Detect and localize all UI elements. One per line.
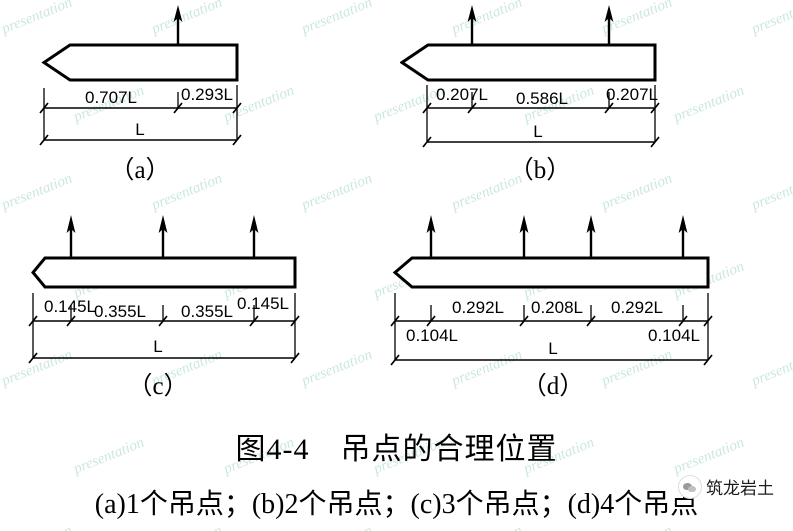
segment-label: 0.208L xyxy=(531,298,583,317)
segment-label: 0.292L xyxy=(611,298,663,317)
overall-dimension-line xyxy=(28,352,300,364)
segment-label: 0.707L xyxy=(85,88,137,107)
segment-label: 0.355L xyxy=(94,302,146,321)
extension-lines xyxy=(32,293,296,358)
overall-label: L xyxy=(135,120,144,139)
lift-arrow xyxy=(678,215,688,258)
segment-label: 0.355L xyxy=(181,302,233,321)
extension-lines xyxy=(394,293,709,360)
brand-logo-overlay: 筑龙岩土 xyxy=(678,474,774,499)
figure-caption: (a)1个吊点；(b)2个吊点；(c)3个吊点；(d)4个吊点 xyxy=(94,489,699,520)
extension-lines xyxy=(43,85,238,140)
lift-arrow xyxy=(158,215,168,258)
lift-arrow xyxy=(173,5,183,45)
beam-outline xyxy=(31,256,297,289)
segment-label: 0.207L xyxy=(606,85,658,104)
wechat-icon xyxy=(678,474,702,499)
panel-label: （a） xyxy=(109,156,170,184)
panel-d: 0.292L 0.208L 0.292L 0.104L 0.104L L （d） xyxy=(390,215,713,400)
beam-outline xyxy=(41,43,239,82)
figure-title: 图4-4 吊点的合理位置 xyxy=(235,433,558,466)
overall-dimension-line xyxy=(39,134,242,146)
lift-arrow xyxy=(467,5,477,45)
segment-dimension-line xyxy=(390,315,713,327)
brand-name: 筑龙岩土 xyxy=(706,479,774,498)
segment-label: 0.104L xyxy=(648,326,700,345)
beam-outline xyxy=(392,256,710,289)
overall-label: L xyxy=(548,339,557,358)
overall-dimension-line xyxy=(390,354,713,366)
segment-label: 0.207L xyxy=(436,85,488,104)
extension-lines xyxy=(426,85,656,142)
segment-label: 0.145L xyxy=(237,294,289,313)
lift-arrow xyxy=(519,215,529,258)
panel-label: （b） xyxy=(509,156,572,184)
panel-b: 0.207L 0.586L 0.207L L （b） xyxy=(400,5,660,184)
lift-arrow xyxy=(249,215,259,258)
lift-arrow xyxy=(66,215,76,258)
segment-label: 0.145L xyxy=(44,297,96,316)
overall-dimension-line xyxy=(422,136,660,148)
segment-label: 0.104L xyxy=(406,326,458,345)
overall-label: L xyxy=(153,337,162,356)
lift-arrow xyxy=(426,215,436,258)
segment-dimension-line xyxy=(422,102,660,114)
beam-outline xyxy=(400,43,657,82)
panel-c: 0.145L 0.355L 0.355L 0.145L L （c） xyxy=(28,215,300,400)
lift-arrow xyxy=(586,215,596,258)
segment-dimension-line xyxy=(39,102,242,114)
overall-label: L xyxy=(533,122,542,141)
panel-label: （d） xyxy=(522,372,585,400)
panel-a: 0.707L 0.293L L （a） xyxy=(39,5,242,184)
segment-label: 0.292L xyxy=(452,298,504,317)
lift-arrow xyxy=(604,5,614,45)
segment-label: 0.586L xyxy=(516,89,568,108)
panel-label: （c） xyxy=(127,372,188,400)
segment-dimension-line xyxy=(28,315,300,327)
segment-label: 0.293L xyxy=(181,85,233,104)
